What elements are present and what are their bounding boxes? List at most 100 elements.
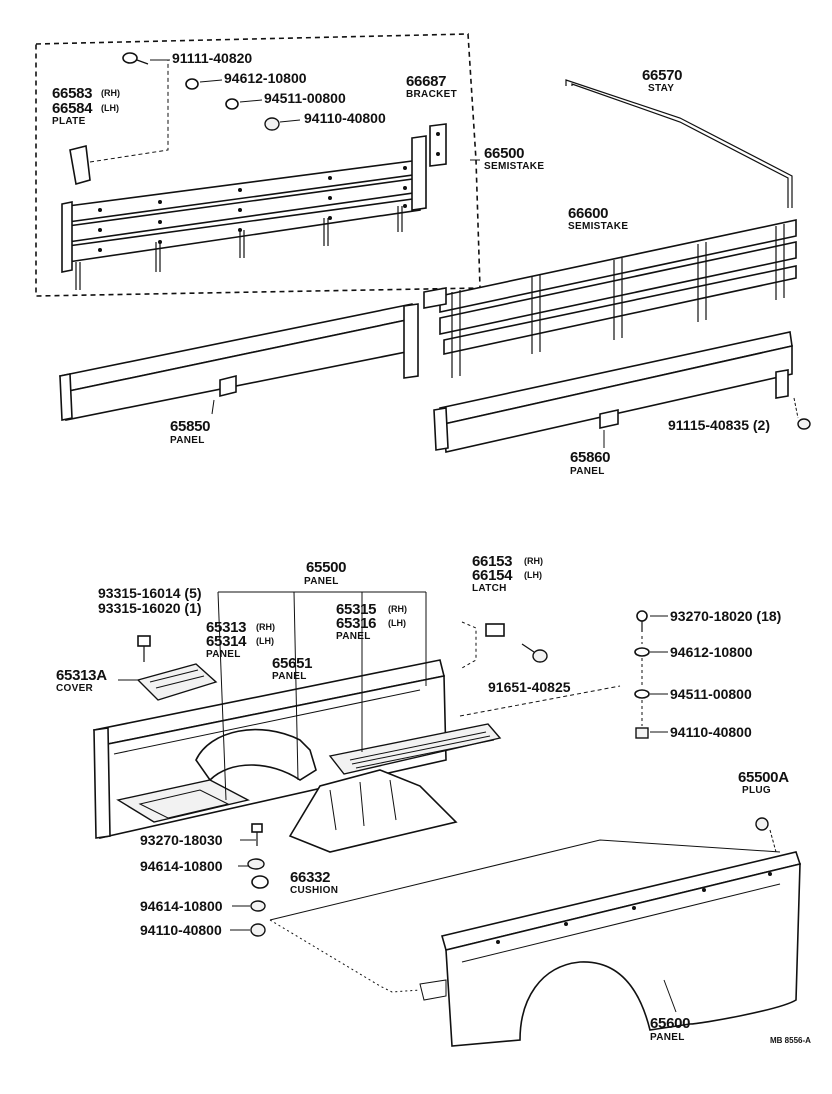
label-66584-suffix: (LH)	[101, 103, 119, 113]
label-94614a: 94614-10800	[140, 858, 223, 874]
labels-lower: 65500 PANEL 66153 (RH) 66154 (LH) LATCH …	[56, 553, 811, 1045]
label-66584: 66584	[52, 100, 93, 117]
panel-65850-end-left	[59, 373, 73, 421]
panel-65860-lug	[775, 369, 789, 399]
front-panel-end	[93, 727, 111, 839]
stakes-66600	[451, 224, 785, 378]
front-panel-65500-group	[93, 591, 621, 937]
bolt-91651-icon	[532, 649, 548, 663]
label-93315b: 93315-16020 (1)	[98, 600, 202, 616]
label-93270a: 93270-18020 (18)	[670, 608, 781, 624]
cover-65313A	[136, 663, 218, 701]
label-plug: PLUG	[742, 785, 771, 796]
label-94511b: 94511-00800	[670, 686, 752, 702]
washer-94612-icon	[185, 78, 199, 90]
plug-65500A-icon	[755, 817, 769, 831]
label-93315a: 93315-16014 (5)	[98, 585, 202, 601]
wheelhouse-panel-65651	[288, 769, 458, 853]
label-semistake-66500: SEMISTAKE	[484, 161, 544, 172]
stay-66570	[565, 79, 793, 208]
bolt-93315-icon	[137, 635, 151, 647]
washer-94511b-icon	[634, 689, 650, 699]
label-65316: 65316	[336, 615, 376, 632]
label-66570: 66570	[642, 67, 682, 84]
label-94511a: 94511-00800	[264, 90, 346, 106]
label-65600: 65600	[650, 1015, 690, 1032]
stake-legs	[75, 206, 403, 290]
label-66153: 66153	[472, 553, 512, 570]
plate-66583-66584	[69, 145, 91, 186]
washer-94614b-icon	[250, 900, 266, 912]
label-65314-suffix: (LH)	[256, 636, 274, 646]
label-stay: STAY	[648, 83, 674, 94]
diagram-reference: MB 8556-A	[770, 1036, 811, 1045]
semistake-66600-bracket	[423, 287, 447, 309]
washer-94612b-icon	[634, 647, 650, 657]
label-panel-65500: PANEL	[304, 576, 339, 587]
bed-floor-cutaway	[269, 919, 421, 993]
label-66500: 66500	[484, 145, 524, 162]
bolt-91111-icon	[122, 52, 138, 64]
label-94612a: 94612-10800	[224, 70, 307, 86]
panel-65860-tab	[599, 409, 619, 429]
label-93270b: 93270-18030	[140, 832, 223, 848]
semistake-66500-group	[35, 33, 481, 297]
floor-panel-ribs	[349, 731, 495, 769]
washer-94511-icon	[225, 98, 239, 110]
floor-panel-65313	[116, 779, 250, 823]
side-panel-face	[445, 862, 801, 1047]
semistake-66600-group	[423, 79, 797, 378]
leaders-upper-left	[150, 59, 480, 161]
panel-65860-end-left	[433, 407, 449, 451]
group-boundary-dashed	[35, 33, 481, 297]
labels-upper: 91111-40820 94612-10800 94511-00800 9411…	[52, 50, 770, 477]
label-66154: 66154	[472, 567, 513, 584]
cushion-66332-icon	[251, 875, 269, 889]
label-65313: 65313	[206, 619, 246, 636]
bed-floor-edge	[269, 839, 781, 921]
label-plate: PLATE	[52, 116, 86, 127]
label-94110c: 94110-40800	[140, 922, 222, 938]
label-65500A: 65500A	[738, 769, 789, 786]
bracket-66687	[429, 123, 447, 167]
washer-94614a-icon	[247, 858, 265, 870]
label-66153-suffix: (RH)	[524, 556, 543, 566]
label-panel-65316: PANEL	[336, 631, 371, 642]
label-94110b: 94110-40800	[670, 724, 752, 740]
label-65315-suffix: (RH)	[388, 604, 407, 614]
hardware-upper-left	[122, 52, 280, 131]
semistake-end-post	[61, 201, 73, 273]
bolt-93270-icon	[251, 823, 263, 833]
label-65315: 65315	[336, 601, 376, 618]
panel-65860	[433, 331, 811, 453]
nut-94110-icon	[264, 117, 280, 131]
label-66154-suffix: (LH)	[524, 570, 542, 580]
label-66687: 66687	[406, 73, 446, 90]
wheel-arch-panel-65651	[195, 728, 317, 782]
semistake-66600-rail-2	[439, 241, 797, 335]
label-94614b: 94614-10800	[140, 898, 223, 914]
panel-65850	[59, 303, 419, 421]
nut-94110b-icon	[635, 727, 649, 739]
hardware-right-stack	[634, 610, 668, 739]
label-panel-65850: PANEL	[170, 435, 205, 446]
label-65316-suffix: (LH)	[388, 618, 406, 628]
panel-65850-tab	[219, 374, 237, 398]
label-cushion: CUSHION	[290, 885, 338, 896]
bolt-91115-icon	[797, 418, 811, 430]
label-65314: 65314	[206, 633, 247, 650]
panel-65850-end-right	[403, 303, 419, 379]
side-panel-holes	[496, 872, 772, 944]
label-65850: 65850	[170, 418, 210, 435]
label-65651: 65651	[272, 655, 312, 672]
label-latch: LATCH	[472, 583, 507, 594]
bolt-93270-18020-icon	[636, 610, 648, 622]
rivets	[98, 166, 407, 252]
label-66600: 66600	[568, 205, 608, 222]
label-94110a: 94110-40800	[304, 110, 386, 126]
label-65500: 65500	[306, 559, 346, 576]
label-cover: COVER	[56, 683, 94, 694]
label-94612b: 94612-10800	[670, 644, 753, 660]
